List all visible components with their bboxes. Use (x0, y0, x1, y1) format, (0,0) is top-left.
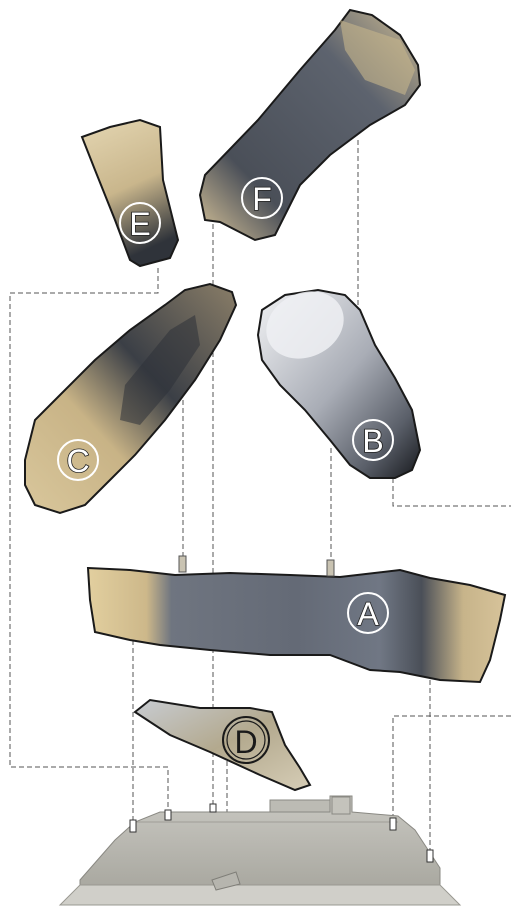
log-a-label: A (357, 596, 379, 632)
log-b-label: B (362, 423, 383, 459)
log-b: B (255, 279, 420, 478)
grate (60, 796, 460, 905)
log-d: D (135, 700, 310, 790)
leader-line-grate-right (393, 716, 511, 820)
log-c: C (25, 284, 236, 513)
log-d-label: D (234, 724, 257, 760)
log-c-label: C (66, 443, 89, 479)
log-e: E (82, 120, 178, 266)
log-f-label: F (252, 181, 272, 217)
grate-base (80, 796, 440, 890)
log-a: A (88, 556, 505, 682)
log-f: F (200, 10, 420, 240)
leader-line-b-right (393, 478, 511, 506)
log-e-label: E (129, 206, 150, 242)
